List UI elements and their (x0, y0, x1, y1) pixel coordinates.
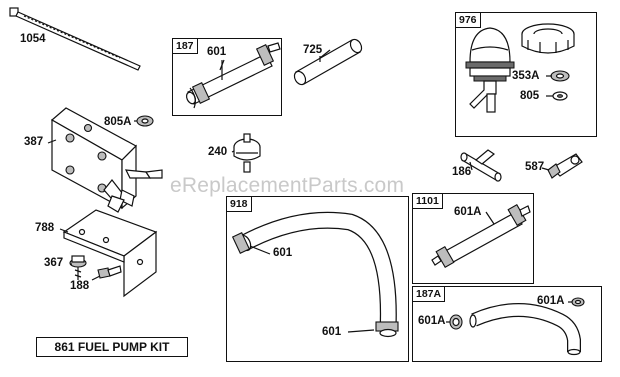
primer-bulb-976 (465, 23, 575, 113)
bolt-188 (97, 265, 122, 279)
cable-tie-1054 (9, 7, 141, 71)
tee-fitting-186 (460, 149, 502, 182)
sleeve-725 (293, 38, 363, 86)
group-box-918 (226, 196, 409, 362)
kit-title: 861 FUEL PUMP KIT (36, 337, 188, 357)
part-label-601A-187A-left: 601A (418, 315, 446, 327)
leader-lines (47, 56, 572, 333)
part-label-240: 240 (208, 146, 228, 158)
fuel-filter-240 (233, 133, 261, 173)
part-label-1054: 1054 (20, 33, 46, 45)
part-label-805A: 805A (104, 116, 132, 128)
part-label-353A: 353A (512, 70, 540, 82)
group-tag-918: 918 (226, 196, 252, 213)
part-label-601-918-lower: 601 (322, 326, 342, 338)
group-box-187A (412, 286, 602, 362)
bracket-788 (62, 209, 158, 298)
fuel-pump-387 (50, 107, 163, 213)
group-tag-187A: 187A (412, 286, 446, 303)
group-tag-976: 976 (455, 12, 481, 29)
elbow-hose-187A (449, 297, 585, 356)
part-label-805: 805 (520, 90, 540, 102)
watermark: eReplacementParts.com (170, 174, 405, 197)
part-label-788: 788 (35, 222, 55, 234)
group-box-976 (455, 12, 597, 137)
screw-367 (69, 255, 87, 280)
part-label-601-187: 601 (207, 46, 227, 58)
part-label-601A-187A-right: 601A (537, 295, 565, 307)
group-tag-1101: 1101 (412, 193, 443, 210)
group-tag-187: 187 (172, 38, 198, 55)
part-label-387: 387 (24, 136, 44, 148)
hose-assembly-1101 (431, 203, 531, 269)
nut-805A (136, 115, 154, 127)
group-box-1101 (412, 193, 534, 284)
clip-587 (547, 153, 583, 179)
part-label-186: 186 (452, 166, 472, 178)
part-label-367: 367 (44, 257, 64, 269)
part-label-601A-1101: 601A (454, 206, 482, 218)
group-box-187 (172, 38, 282, 116)
curved-hose-918 (231, 211, 399, 338)
part-label-587: 587 (525, 161, 545, 173)
part-label-725: 725 (303, 44, 323, 56)
hose-assembly-187 (185, 42, 281, 109)
part-label-601-918-upper: 601 (273, 247, 293, 259)
part-label-188: 188 (70, 280, 90, 292)
